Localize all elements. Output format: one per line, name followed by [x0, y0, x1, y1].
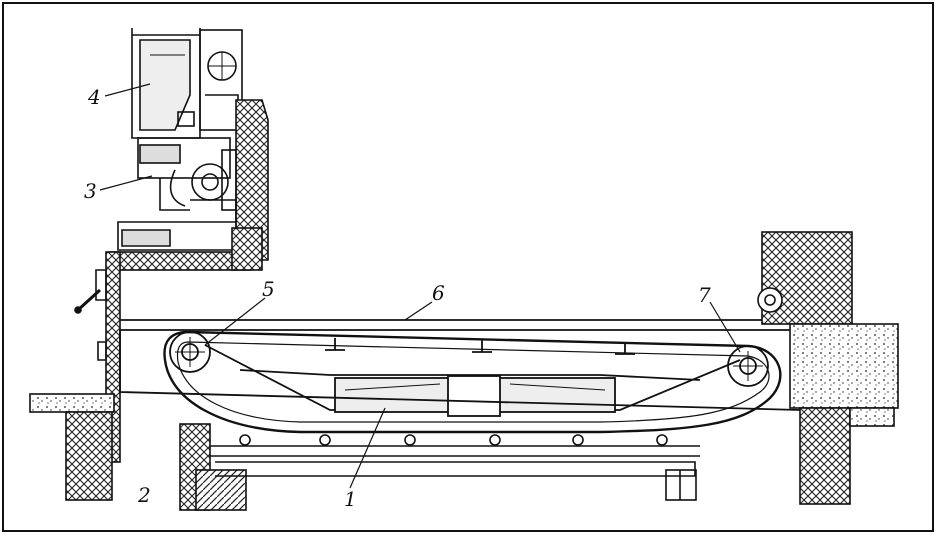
support-rollers [239, 434, 668, 446]
upper-machine-assembly [109, 28, 269, 271]
conveyor-frame [119, 319, 801, 434]
conveyor-belt [163, 330, 782, 434]
top-rail [120, 319, 800, 331]
callout-label-7: 7 [698, 283, 711, 307]
callout-label-2: 2 [137, 483, 151, 507]
right-masonry [757, 231, 899, 505]
left-drum [169, 331, 211, 373]
machine-base [109, 251, 251, 271]
left-floor [29, 393, 247, 511]
control-lever [76, 288, 102, 312]
right-drum [727, 345, 769, 387]
drive-mechanism [137, 137, 231, 179]
roller-track [210, 434, 700, 501]
leader-lines [99, 83, 741, 489]
callout-label-3: 3 [84, 179, 97, 203]
callout-label-6: 6 [432, 281, 445, 305]
callout-label-5: 5 [262, 277, 275, 301]
callout-label-1: 1 [344, 487, 357, 511]
callout-label-4: 4 [87, 85, 101, 109]
